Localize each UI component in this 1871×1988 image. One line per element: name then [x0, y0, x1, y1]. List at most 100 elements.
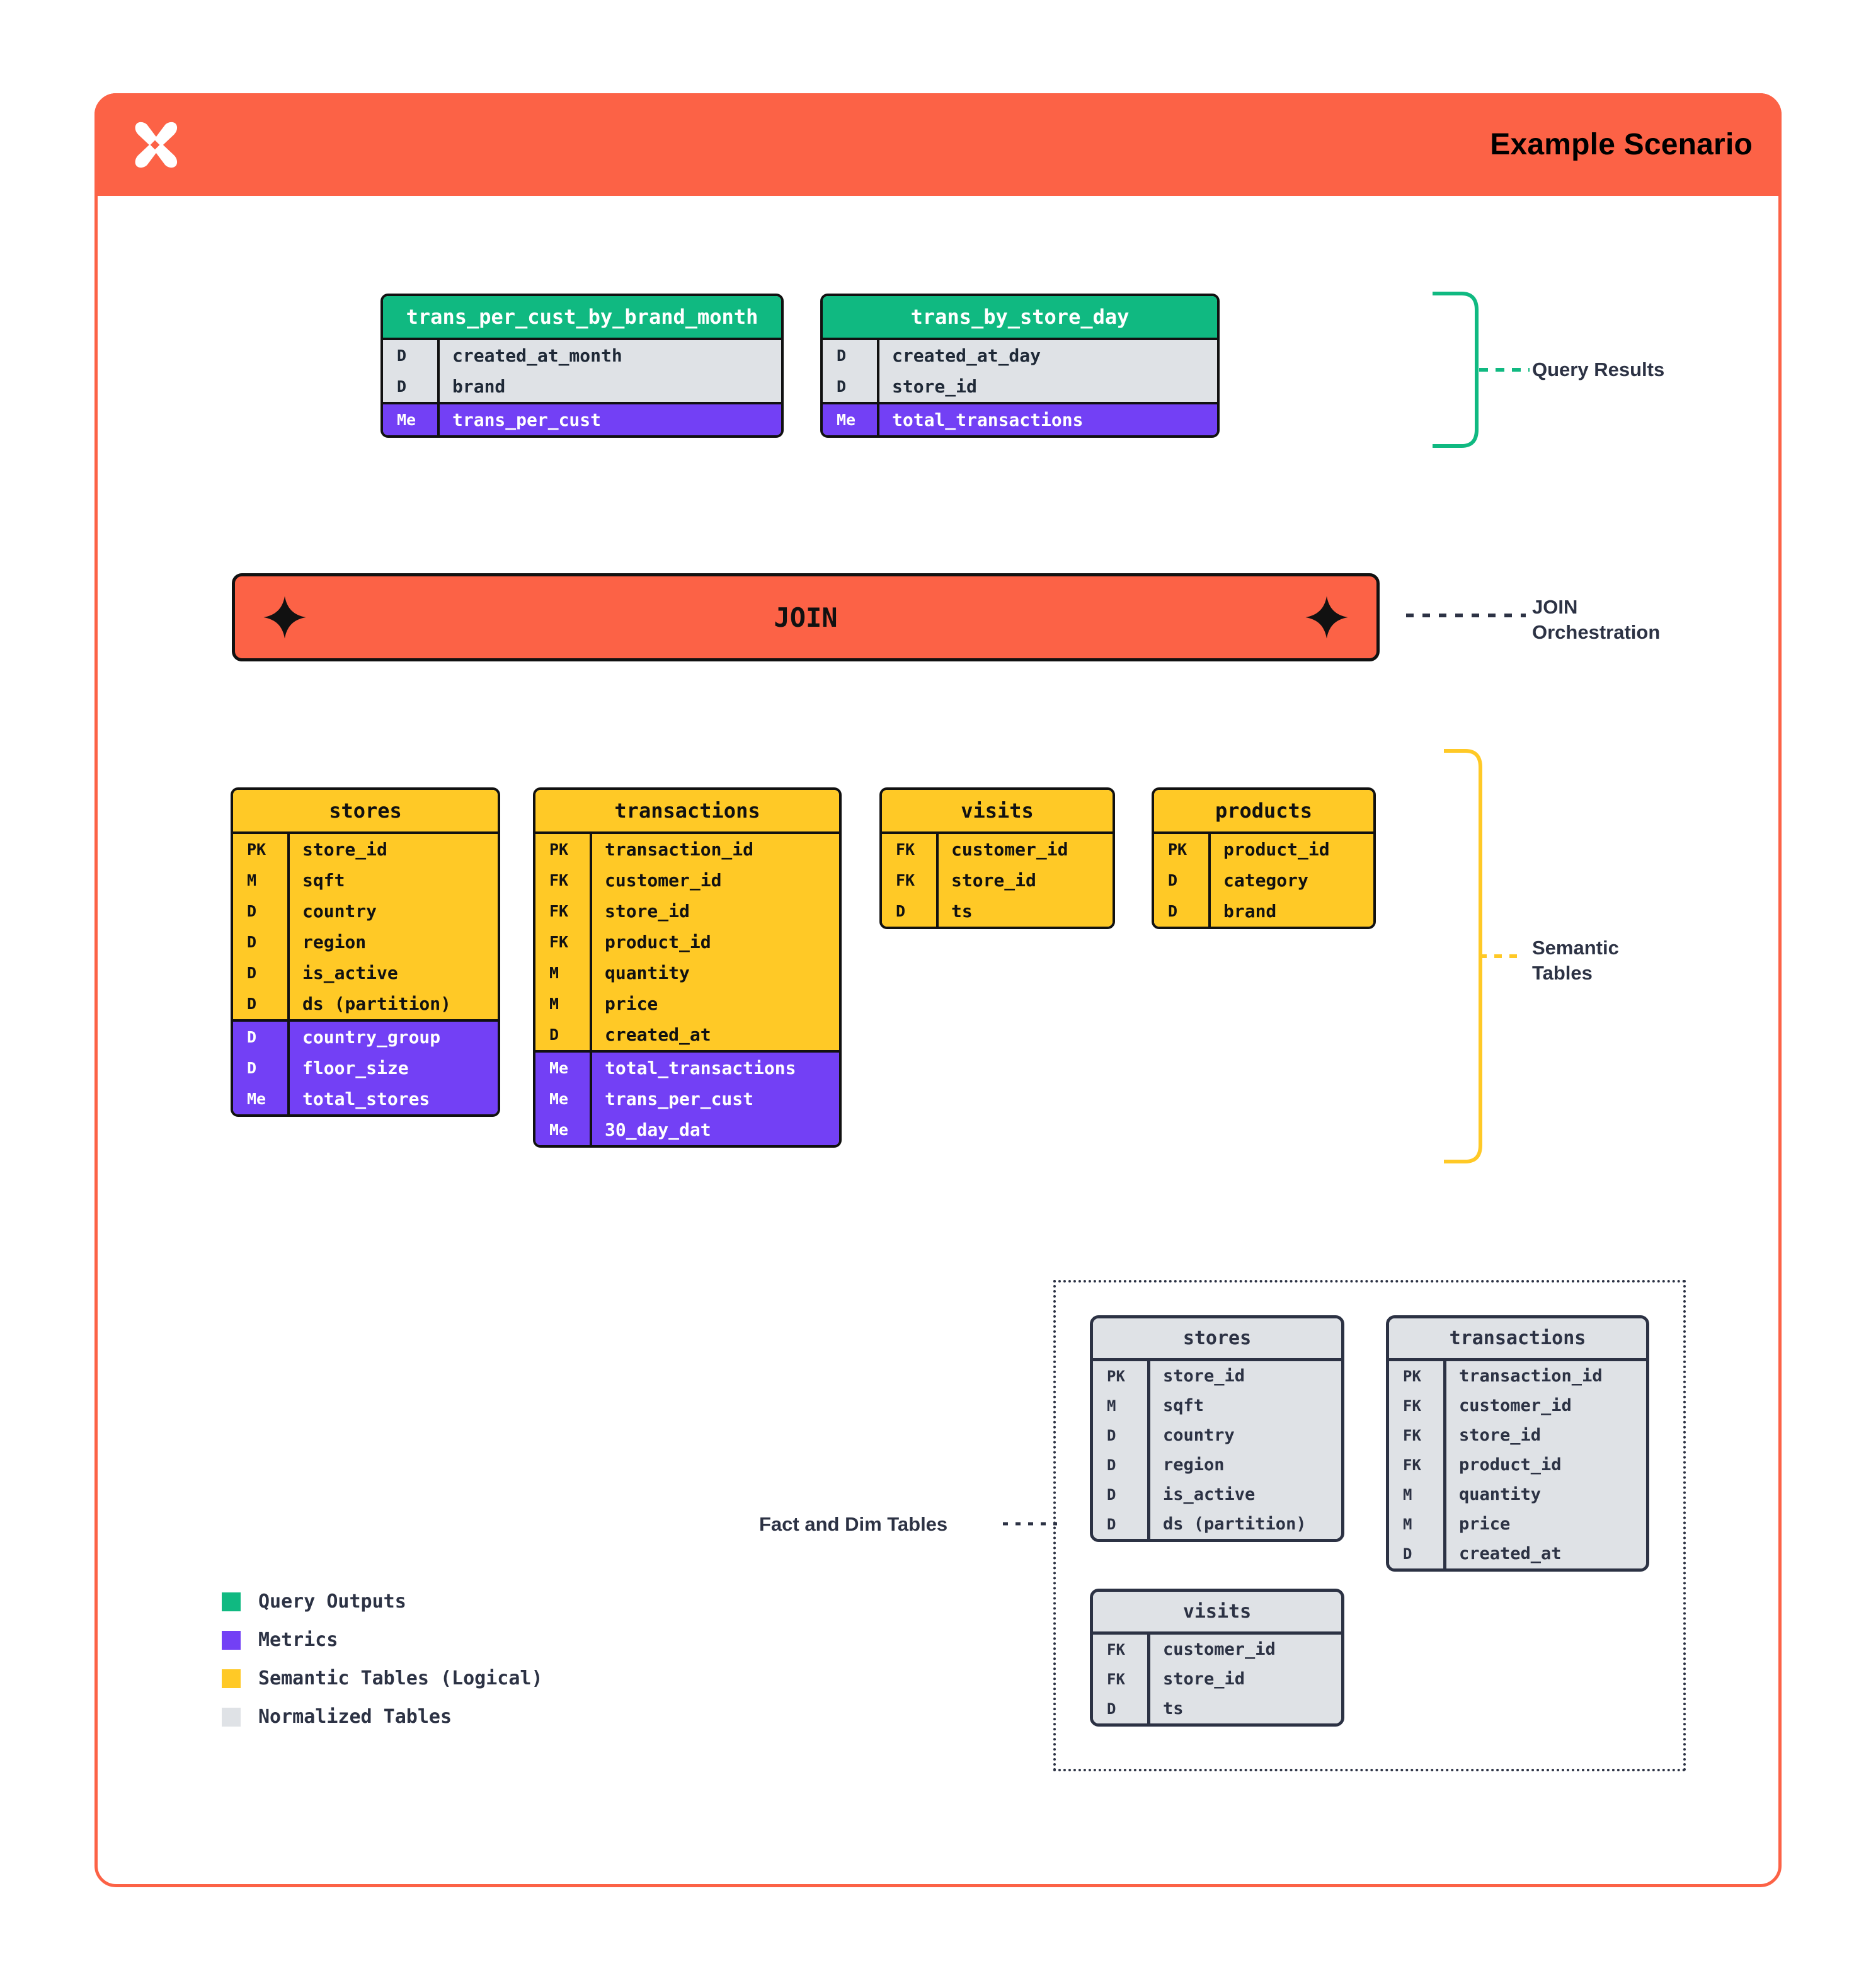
col-name: store_id — [1443, 1420, 1646, 1450]
dimension-section: D created_at_day D store_id — [823, 338, 1217, 402]
query-result-table-1[interactable]: trans_by_store_day D created_at_day D st… — [820, 294, 1220, 438]
col-key: M — [1107, 1397, 1116, 1415]
col-key: FK — [896, 871, 915, 889]
col-name: price — [1443, 1509, 1646, 1539]
join-orchestration-bar[interactable]: JOIN — [232, 573, 1380, 661]
col-name: store_id — [287, 834, 498, 865]
table-row[interactable]: FK store_id — [1389, 1420, 1646, 1450]
col-key: D — [397, 346, 407, 365]
table-title: trans_per_cust_by_brand_month — [383, 296, 781, 338]
col-key: D — [837, 377, 847, 396]
col-name: created_at_day — [877, 340, 1217, 371]
col-name: quantity — [590, 957, 839, 988]
table-row[interactable]: D created_at_month — [383, 340, 781, 371]
table-row[interactable]: D store_id — [823, 371, 1217, 402]
col-key: Me — [247, 1090, 266, 1108]
col-key: PK — [549, 840, 569, 859]
col-name: customer_id — [1147, 1635, 1341, 1664]
col-name: ds (partition) — [1147, 1509, 1341, 1539]
col-key: D — [896, 902, 906, 920]
col-key: FK — [1403, 1426, 1421, 1444]
col-name: country — [287, 896, 498, 927]
card-header: Example Scenario — [94, 93, 1782, 196]
col-name: is_active — [287, 957, 498, 988]
col-name: price — [590, 988, 839, 1019]
annotation-join-orchestration-line2: Orchestration — [1532, 620, 1661, 643]
annotation-join-orchestration: JOIN Orchestration — [1532, 595, 1660, 644]
col-name: customer_id — [1443, 1391, 1646, 1420]
legend-label: Metrics — [258, 1629, 338, 1651]
col-name: customer_id — [936, 834, 1113, 865]
dimension-section: D created_at_month D brand — [383, 338, 781, 402]
legend-item-normalized-tables: Normalized Tables — [222, 1706, 543, 1728]
col-name: total_transactions — [877, 404, 1217, 435]
table-row[interactable]: Me trans_per_cust — [383, 404, 781, 435]
query-result-table-0[interactable]: trans_per_cust_by_brand_month D created_… — [380, 294, 784, 438]
col-name: sqft — [1147, 1391, 1341, 1420]
legend-swatch-normalized-tables — [222, 1707, 241, 1727]
col-name: region — [287, 927, 498, 957]
col-name: customer_id — [590, 865, 839, 896]
col-name: store_id — [1147, 1664, 1341, 1694]
col-key: D — [247, 933, 257, 951]
col-key: M — [549, 964, 559, 982]
table-row[interactable]: Me total_transactions — [823, 404, 1217, 435]
col-key: D — [247, 902, 257, 920]
table-row[interactable]: D brand — [383, 371, 781, 402]
annotation-semantic-tables: Semantic Tables — [1532, 935, 1619, 985]
col-name: country — [1147, 1420, 1341, 1450]
table-row[interactable]: D created_at_day — [823, 340, 1217, 371]
col-key: M — [549, 995, 559, 1013]
